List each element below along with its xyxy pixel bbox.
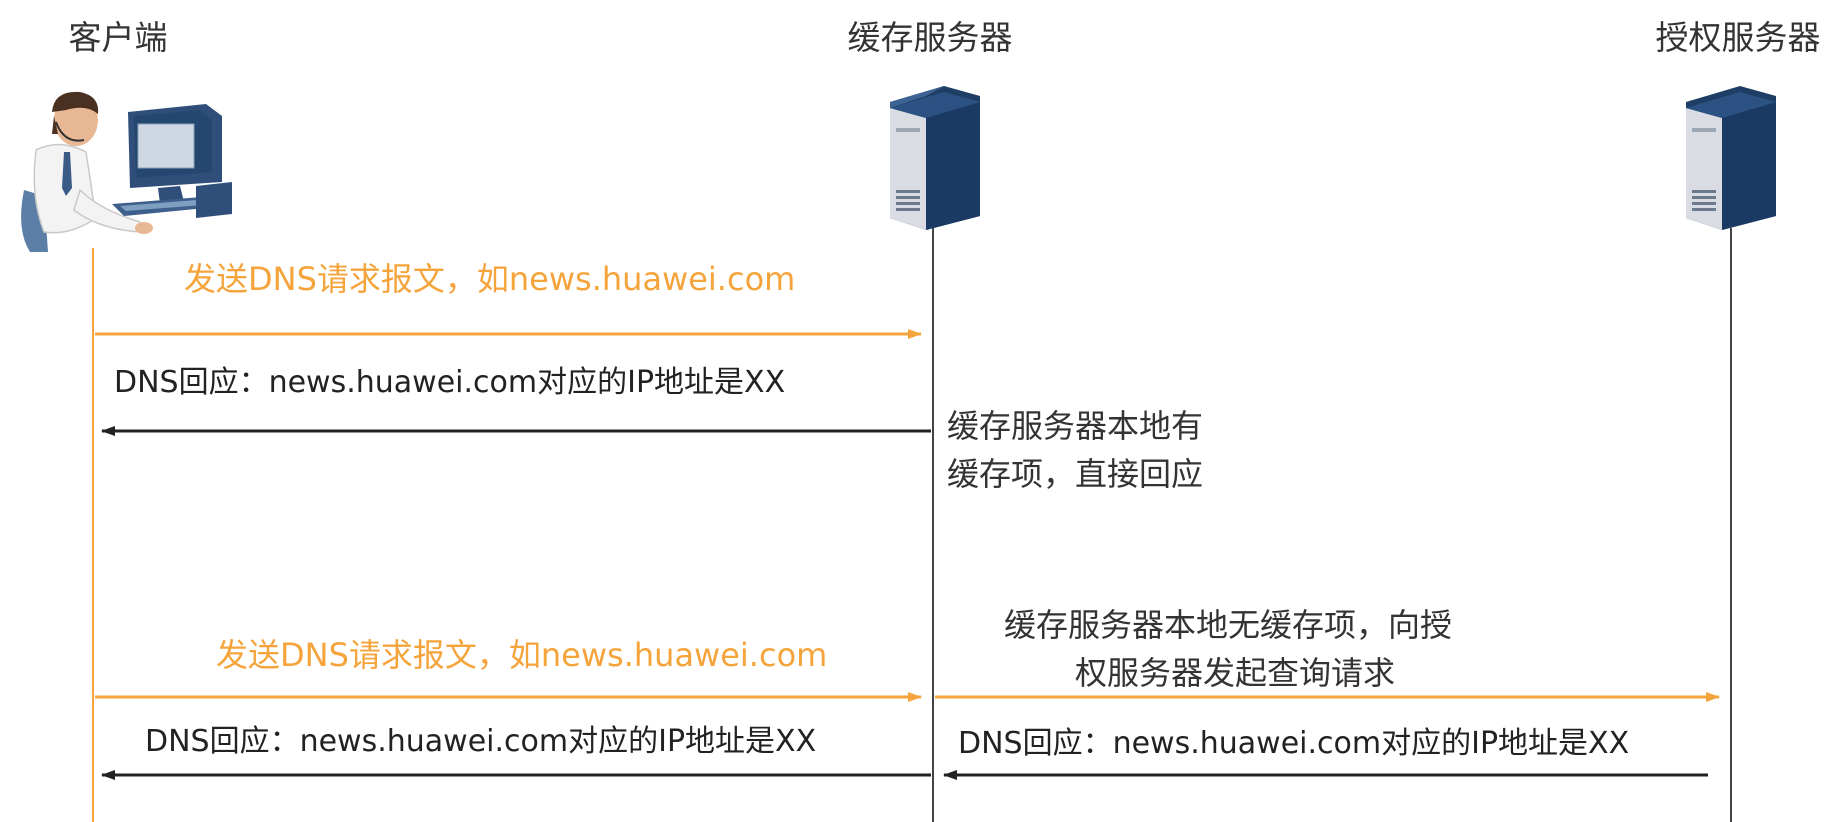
auth-response-message-label: DNS回应：news.huawei.com对应的IP地址是XX [958,726,1629,761]
request-message-label: 发送DNS请求报文，如news.huawei.com [184,260,795,298]
cache-hit-note-line-1: 缓存服务器本地有 [947,407,1203,445]
server-tower-icon [1686,86,1776,230]
response-message-label: DNS回应：news.huawei.com对应的IP地址是XX [145,724,816,759]
request-message-label: 发送DNS请求报文，如news.huawei.com [216,636,827,674]
auth-server-label: 授权服务器 [1656,18,1821,57]
server-tower-icon [890,86,980,230]
person-at-computer-icon [21,91,232,252]
cache-miss-note-line-1: 缓存服务器本地无缓存项，向授 [1004,606,1452,644]
cache-miss-note-line-2: 权服务器发起查询请求 [1075,654,1395,692]
response-message-label: DNS回应：news.huawei.com对应的IP地址是XX [114,365,785,400]
cache-hit-note-line-2: 缓存项，直接回应 [947,455,1203,493]
client-label: 客户端 [69,18,168,57]
cache-server-label: 缓存服务器 [848,18,1013,57]
